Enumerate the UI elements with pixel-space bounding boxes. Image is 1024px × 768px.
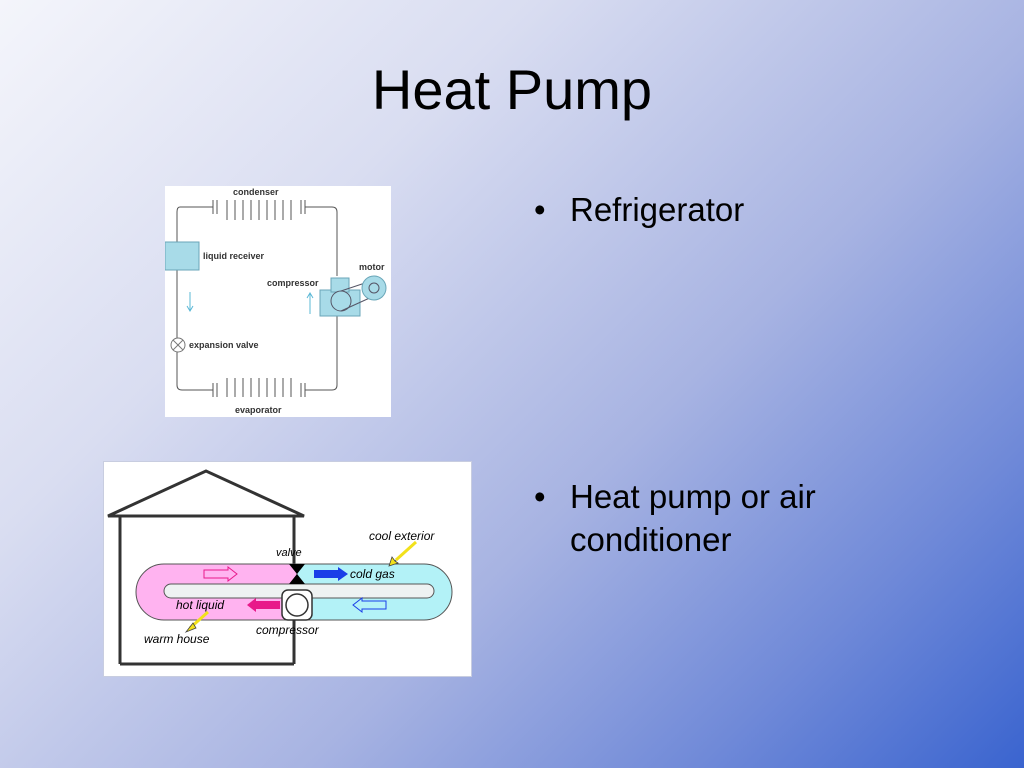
condenser-coils <box>212 200 306 220</box>
motor-label: motor <box>359 262 385 272</box>
bullet-marker: • <box>534 478 546 515</box>
expansion-valve-icon <box>170 337 186 353</box>
hot-flow-arrow-right <box>203 565 238 583</box>
warm-house-pointer-icon <box>184 622 197 633</box>
heat-pump-diagram: valve compressor cold gas hot liquid coo… <box>103 461 472 677</box>
valve-icon <box>289 564 305 584</box>
cold-gas-arrow <box>314 567 348 581</box>
flow-down-arrow <box>186 292 194 312</box>
cool-exterior-label: cool exterior <box>369 529 435 543</box>
hot-liquid-arrow <box>247 598 280 612</box>
house-outline <box>107 469 305 666</box>
refrigerator-diagram: condenser evaporator liquid receiver exp… <box>165 186 391 417</box>
hot-liquid-label: hot liquid <box>176 598 224 612</box>
compressor-label: compressor <box>267 278 319 288</box>
condenser-label: condenser <box>233 187 279 197</box>
cold-gas-label: cold gas <box>350 567 395 581</box>
liquid-receiver-label: liquid receiver <box>203 251 265 261</box>
cool-exterior-pointer-shaft <box>394 540 418 562</box>
expansion-valve-label: expansion valve <box>189 340 259 350</box>
cold-flow-arrow-left <box>352 596 387 614</box>
refrigerator-diagram-svg: condenser evaporator liquid receiver exp… <box>165 187 387 415</box>
warm-house-label: warm house <box>144 632 210 646</box>
flow-up-arrow <box>306 292 314 314</box>
motor-icon <box>340 275 387 312</box>
valve-label: valve <box>276 547 302 559</box>
refrigerant-loop <box>176 206 338 391</box>
compressor-icon <box>319 277 361 317</box>
heat-pump-diagram-svg: valve compressor cold gas hot liquid coo… <box>107 469 453 666</box>
evaporator-coils <box>212 378 306 397</box>
compressor-icon <box>281 589 313 621</box>
bullet-refrigerator: • Refrigerator <box>534 189 954 232</box>
liquid-receiver-tank <box>165 241 200 271</box>
bullet-text: Heat pump or air conditioner <box>570 478 816 558</box>
bullet-text: Refrigerator <box>570 191 745 228</box>
evaporator-label: evaporator <box>235 405 282 415</box>
slide-title: Heat Pump <box>371 58 653 121</box>
bullet-heat-pump: • Heat pump or air conditioner <box>534 476 954 562</box>
compressor-label: compressor <box>256 623 320 637</box>
bullet-marker: • <box>534 191 546 228</box>
